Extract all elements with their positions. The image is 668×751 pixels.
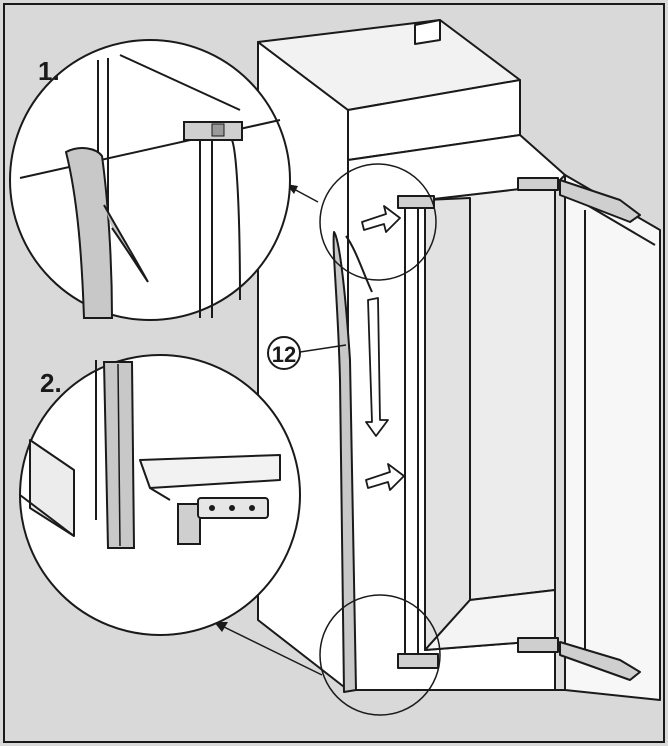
leader-part-12 bbox=[299, 344, 347, 353]
detail-circle-top bbox=[319, 163, 437, 281]
detail-1-strip-flap bbox=[103, 204, 149, 283]
detail-view-2 bbox=[19, 354, 301, 636]
detail-view-1 bbox=[9, 39, 291, 321]
upper-box-top-edge bbox=[414, 19, 441, 45]
cavity-left-wall bbox=[424, 197, 471, 651]
bottom-hinge-arm bbox=[559, 641, 641, 681]
detail-2-shelf bbox=[139, 454, 281, 489]
top-hinge-arm bbox=[559, 179, 641, 223]
top-bracket bbox=[397, 195, 435, 209]
detail-1-upper-line bbox=[119, 54, 241, 111]
cabinet-door bbox=[564, 174, 661, 701]
leader-detail-2-arrowhead bbox=[214, 622, 228, 632]
bottom-hinge bbox=[517, 637, 559, 653]
detail-2-rail-screw-3 bbox=[249, 505, 255, 511]
trim-strip-flap bbox=[345, 235, 373, 293]
arrow-top-right bbox=[361, 205, 401, 233]
step-label-2: 2. bbox=[40, 368, 62, 398]
bottom-bracket bbox=[397, 653, 439, 669]
diagram-border bbox=[3, 3, 665, 743]
arrow-down bbox=[365, 297, 389, 437]
detail-2-bottom-edge bbox=[19, 494, 75, 537]
leader-detail-1 bbox=[291, 187, 319, 203]
detail-2-strip-groove bbox=[117, 363, 121, 547]
part-callout-circle bbox=[267, 336, 301, 370]
detail-2-bracket-plate bbox=[177, 503, 201, 545]
detail-circle-bottom bbox=[319, 594, 441, 716]
leader-detail-2 bbox=[221, 625, 323, 676]
part-callout-label: 12 bbox=[272, 342, 296, 367]
top-hinge bbox=[517, 177, 559, 191]
detail-2-rail-screw-1 bbox=[209, 505, 215, 511]
step-label-1: 1. bbox=[38, 56, 60, 86]
detail-2-rail-screw-2 bbox=[229, 505, 235, 511]
detail-2-shelf-edge bbox=[149, 487, 171, 501]
detail-1-frame-edge bbox=[231, 139, 241, 301]
frame-right-edge bbox=[554, 174, 566, 691]
detail-1-bracket-hole bbox=[211, 123, 225, 137]
direction-arrows bbox=[361, 205, 405, 491]
detail-1-strip bbox=[64, 147, 114, 319]
arrow-middle-right bbox=[365, 463, 405, 491]
